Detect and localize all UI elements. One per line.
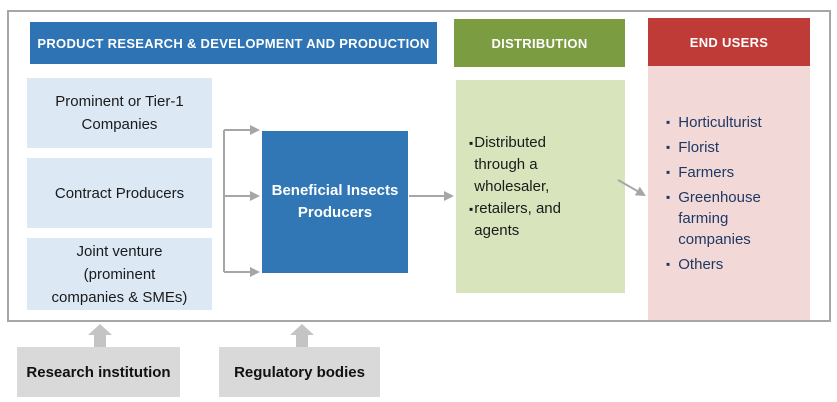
list-item-label: Farmers xyxy=(678,163,735,181)
list-item-label: Greenhouse farming companies xyxy=(678,188,761,248)
box-regulatory-bodies: Regulatory bodies xyxy=(219,347,380,397)
box-prominent-companies: Prominent or Tier-1 Companies xyxy=(27,78,212,148)
regulatory-bodies-label: Regulatory bodies xyxy=(234,363,365,381)
distribution-list-item: ▪Distributed through a wholesaler, xyxy=(469,132,615,198)
research-institution-label: Research institution xyxy=(26,363,171,381)
box-joint-venture-label: Joint venture (prominent companies & SME… xyxy=(51,242,188,306)
end-users-header-label: END USERS xyxy=(689,34,769,50)
bullet-square-icon: ▪ xyxy=(469,201,474,216)
up-arrow-research xyxy=(88,324,112,347)
list-item-label: Horticulturist xyxy=(678,113,762,131)
bullet-square-icon: ▪ xyxy=(469,135,474,150)
end-user-list-item: ▪ Horticulturist xyxy=(666,112,804,133)
bullet-square-icon: ▪ xyxy=(666,256,671,271)
list-item-label: Distributed through a wholesaler, xyxy=(474,133,550,195)
box-research-institution: Research institution xyxy=(17,347,180,397)
distribution-header-label: DISTRIBUTION xyxy=(491,35,588,51)
up-arrow-regulatory xyxy=(290,324,314,347)
box-distribution-channels: ▪Distributed through a wholesaler,▪retai… xyxy=(456,80,625,293)
box-contract-producers: Contract Producers xyxy=(27,158,212,228)
box-joint-venture: Joint venture (prominent companies & SME… xyxy=(27,238,212,310)
list-item-label: retailers, and agents xyxy=(474,199,561,239)
bullet-square-icon: ▪ xyxy=(666,164,671,179)
end-user-list-item: ▪ Others xyxy=(666,254,804,275)
list-item-label: Florist xyxy=(678,138,720,156)
production-header: PRODUCT RESEARCH & DEVELOPMENT AND PRODU… xyxy=(30,22,437,64)
distribution-header: DISTRIBUTION xyxy=(454,19,625,67)
end-user-list-item: ▪ Farmers xyxy=(666,162,804,183)
bullet-square-icon: ▪ xyxy=(666,189,671,204)
box-end-users: ▪ Horticulturist ▪ Florist ▪ Farmers ▪ Greenhou… xyxy=(648,66,810,320)
box-prominent-companies-label: Prominent or Tier-1 Companies xyxy=(55,93,184,133)
bullet-square-icon: ▪ xyxy=(666,139,671,154)
producer-label: Beneficial Insects Producers xyxy=(271,182,399,221)
end-user-list-item: ▪ Greenhouse farming companies xyxy=(666,187,804,250)
distribution-list: ▪Distributed through a wholesaler,▪retai… xyxy=(469,132,615,242)
box-contract-producers-label: Contract Producers xyxy=(54,184,185,202)
end-user-list-item: ▪ Florist xyxy=(666,137,804,158)
end-users-header: END USERS xyxy=(648,18,810,66)
list-item-label: Others xyxy=(678,255,724,273)
box-beneficial-insects-producers: Beneficial Insects Producers xyxy=(262,131,408,273)
bullet-square-icon: ▪ xyxy=(666,114,671,129)
end-users-list: ▪ Horticulturist ▪ Florist ▪ Farmers ▪ Greenhou… xyxy=(666,108,804,279)
distribution-list-item: ▪retailers, and agents xyxy=(469,198,615,242)
production-header-label: PRODUCT RESEARCH & DEVELOPMENT AND PRODU… xyxy=(37,35,430,51)
